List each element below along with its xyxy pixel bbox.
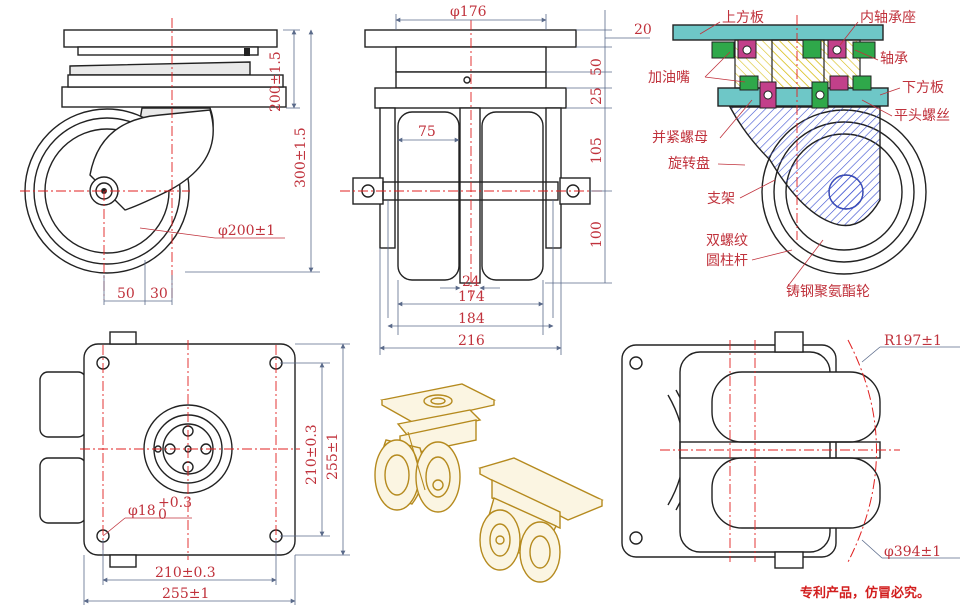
side-view-dims: 200±1.5 300±1.5 φ200±1 50 30 (103, 29, 320, 305)
label-lock-nut: 并紧螺母 (652, 130, 708, 146)
front-view (340, 20, 605, 300)
bearings (711, 39, 876, 109)
label-inner-bearing-seat: 内轴承座 (860, 10, 916, 26)
dim-swivel-height: 50 (589, 58, 605, 76)
dim-plate-width: φ176 (450, 4, 487, 20)
section-callouts: 上方板 内轴承座 轴承 加油嘴 下方板 平头螺丝 并紧螺母 旋转盘 支架 双螺纹… (648, 10, 950, 300)
bottom-view-dims: R197±1 φ394±1 (861, 333, 960, 560)
patent-notice: 专利产品，仿冒必究。 (800, 585, 930, 601)
dim-plate-height: 25 (589, 87, 605, 105)
dim-wheel-diameter: φ200±1 (218, 223, 275, 239)
label-bearing: 轴承 (880, 51, 908, 67)
side-view (20, 18, 287, 300)
label-wheel: 铸钢聚氨酯轮 (786, 284, 870, 300)
dim-wheel-width: 75 (418, 124, 436, 140)
dim-plate-size-h: 255±1 (162, 586, 209, 602)
dim-offset-a: 50 (117, 286, 135, 302)
label-lower-plate: 下方板 (902, 80, 944, 96)
dim-total-height: 300±1.5 (293, 127, 309, 188)
dim-fork-height: 105 (589, 137, 605, 164)
dim-offset-b: 30 (150, 286, 168, 302)
dim-width-174: 174 (458, 289, 485, 305)
dim-hole-spacing-h: 210±0.3 (155, 565, 216, 581)
dim-wheel-gap: 24 (462, 274, 480, 290)
label-double-thread: 双螺纹 (706, 233, 748, 249)
label-bracket: 支架 (707, 191, 735, 207)
section-view (672, 15, 927, 275)
dim-hole-diameter: φ18 (128, 503, 156, 519)
dim-hole-tol-upper: +0.3 (158, 495, 192, 511)
dim-top-height: 20 (634, 22, 652, 38)
dim-hole-spacing-v: 210±0.3 (304, 424, 320, 485)
top-view (39, 331, 300, 568)
dim-hole-tol-lower: 0 (158, 507, 167, 523)
label-turntable: 旋转盘 (668, 155, 710, 172)
dim-axle-height: 100 (589, 221, 605, 248)
dim-swivel-height: 200±1.5 (268, 51, 284, 112)
top-view-dims: 210±0.3 255±1 210±0.3 255±1 φ18 +0.3 0 (83, 343, 350, 605)
label-upper-plate: 上方板 (722, 10, 764, 26)
isometric-caster-inverted (478, 457, 604, 583)
label-flat-screw: 平头螺丝 (894, 108, 950, 124)
label-grease-nipple: 加油嘴 (648, 70, 690, 86)
dim-swivel-diameter: φ394±1 (884, 544, 941, 560)
front-view-dims: φ176 20 50 25 105 100 75 24 174 184 216 (379, 4, 652, 355)
dim-width-184: 184 (458, 311, 485, 327)
dim-width-216: 216 (458, 333, 485, 349)
dim-plate-size-v: 255±1 (325, 433, 341, 480)
isometric-caster-upright (374, 383, 497, 513)
bottom-view (621, 331, 900, 569)
dim-turn-radius: R197±1 (884, 333, 942, 349)
label-cylinder-rod: 圆柱杆 (706, 253, 748, 269)
